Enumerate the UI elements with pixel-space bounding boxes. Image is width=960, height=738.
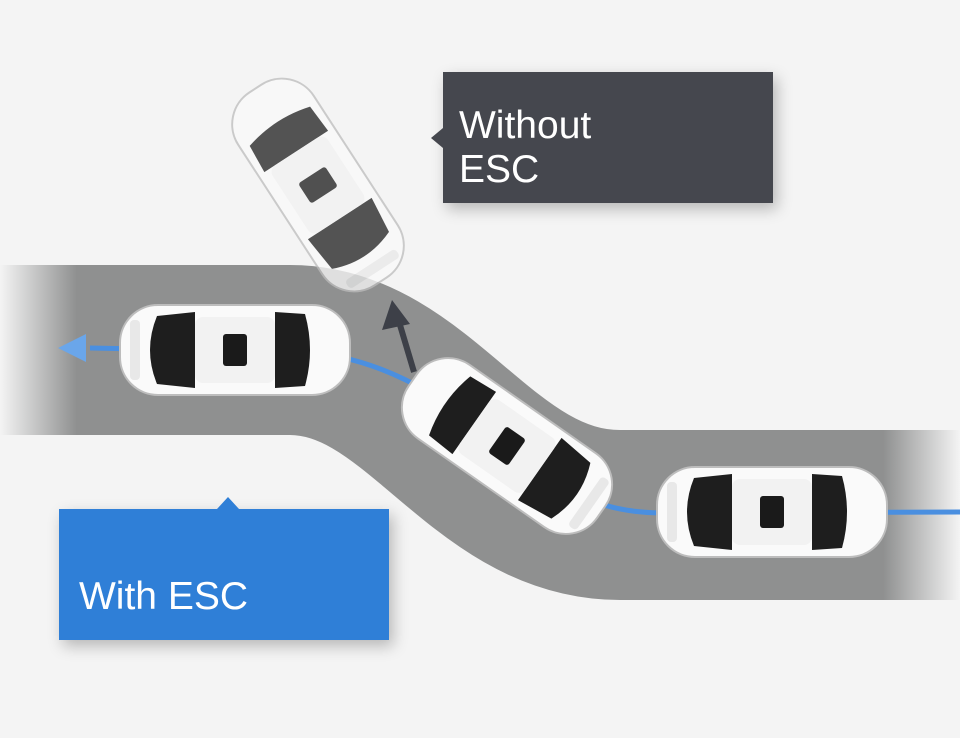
skid-direction-arrow-icon [397, 324, 417, 373]
skid-arrowhead-icon [382, 300, 410, 330]
car-entering [656, 466, 888, 558]
with-esc-text: With ESC [79, 575, 249, 618]
without-esc-line-2: ESC [459, 148, 540, 191]
without-esc-label: Without ESC [431, 72, 773, 203]
with-esc-label: With ESC [59, 497, 389, 640]
without-esc-line-1: Without [459, 104, 592, 147]
car-exiting [119, 304, 351, 396]
esc-direction-arrow-icon [58, 334, 86, 362]
